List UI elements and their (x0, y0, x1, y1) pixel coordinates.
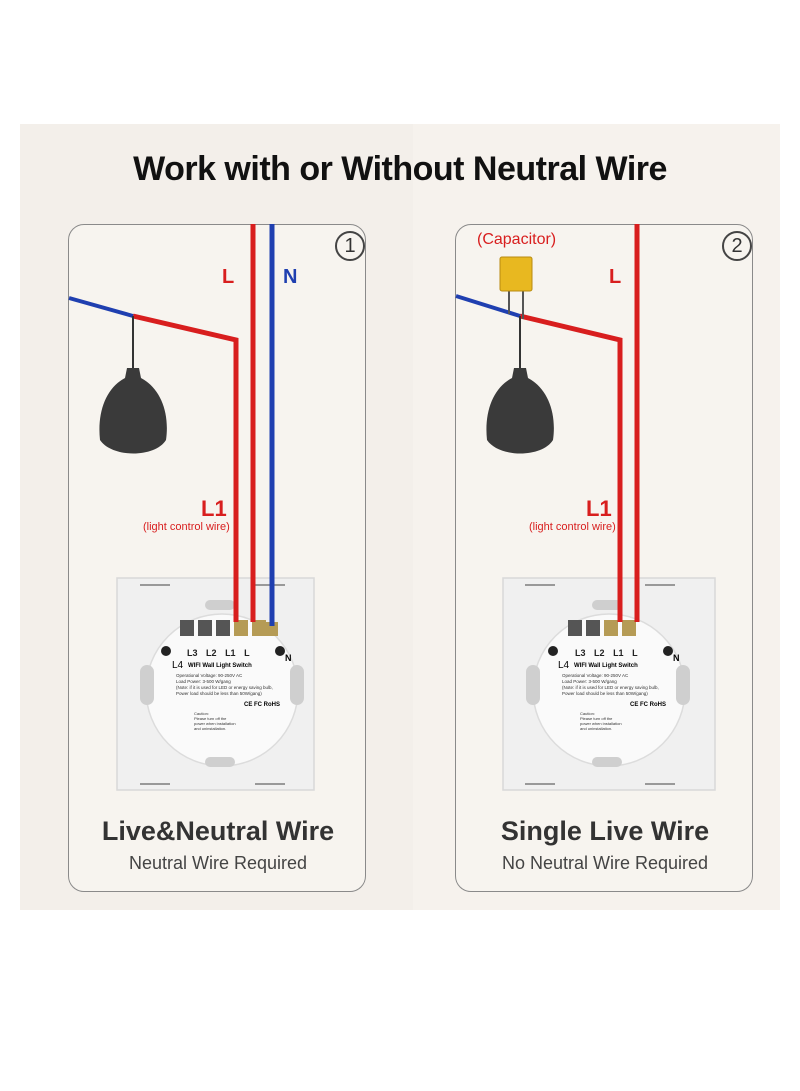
panel-heading-2: Single Live Wire (500, 816, 710, 846)
switch-name-1: WIFI Wall Light Switch (188, 663, 252, 669)
pendant-lamp-2 (486, 368, 554, 454)
panel-number-1: 1 (335, 231, 365, 261)
live-label-2: L (609, 266, 622, 288)
load-note-1: (light control wire) (143, 521, 230, 533)
module-tab-1l (140, 665, 154, 705)
capacitor (499, 256, 533, 292)
capacitor-label: (Capacitor) (477, 231, 557, 248)
module-top-2 (592, 600, 622, 610)
panel-heading-1: Live&Neutral Wire (101, 816, 335, 846)
neutral-terminal-1: N (285, 653, 292, 663)
lamp-neutral-2 (455, 294, 521, 318)
neutral-terminal-2: N (673, 653, 680, 663)
panel-number-2: 2 (722, 231, 752, 261)
screw-hole-2l (548, 646, 558, 656)
module-tab-1r (290, 665, 304, 705)
module-tab-2r (676, 665, 690, 705)
panel-subheading-1: Neutral Wire Required (128, 853, 308, 873)
terminal-block-2 (568, 620, 636, 636)
load-label-1: L1 (201, 496, 227, 521)
module-bottom-1 (205, 757, 235, 767)
pendant-lamp-1 (99, 368, 167, 454)
screw-hole-1l (161, 646, 171, 656)
terminal-labels-1: L3 L2 L1 L (187, 648, 250, 658)
screw-hole-2r (663, 646, 673, 656)
side-label-1: L4 (172, 660, 184, 671)
terminal-labels-2: L3 L2 L1 L (575, 648, 638, 658)
load-wire-2 (519, 313, 623, 622)
side-label-2: L4 (558, 660, 570, 671)
module-tab-2l (526, 665, 540, 705)
plate-clip-2a (525, 584, 675, 785)
certs-1: CE FC RoHS (244, 702, 280, 708)
panel-subheading-2: No Neutral Wire Required (501, 853, 709, 873)
switch-name-2: WIFI Wall Light Switch (574, 663, 638, 669)
live-label-1: L (222, 266, 235, 288)
certs-2: CE FC RoHS (630, 702, 666, 708)
screw-hole-1r (275, 646, 285, 656)
load-note-2: (light control wire) (529, 521, 616, 533)
module-top-1 (205, 600, 235, 610)
neutral-label-1: N (283, 266, 298, 288)
terminal-block-1 (180, 620, 278, 636)
lamp-neutral-1 (68, 296, 134, 318)
load-wire-1 (132, 313, 239, 622)
load-label-2: L1 (586, 496, 612, 521)
page-title: Work with or Without Neutral Wire (133, 150, 667, 188)
module-bottom-2 (592, 757, 622, 767)
